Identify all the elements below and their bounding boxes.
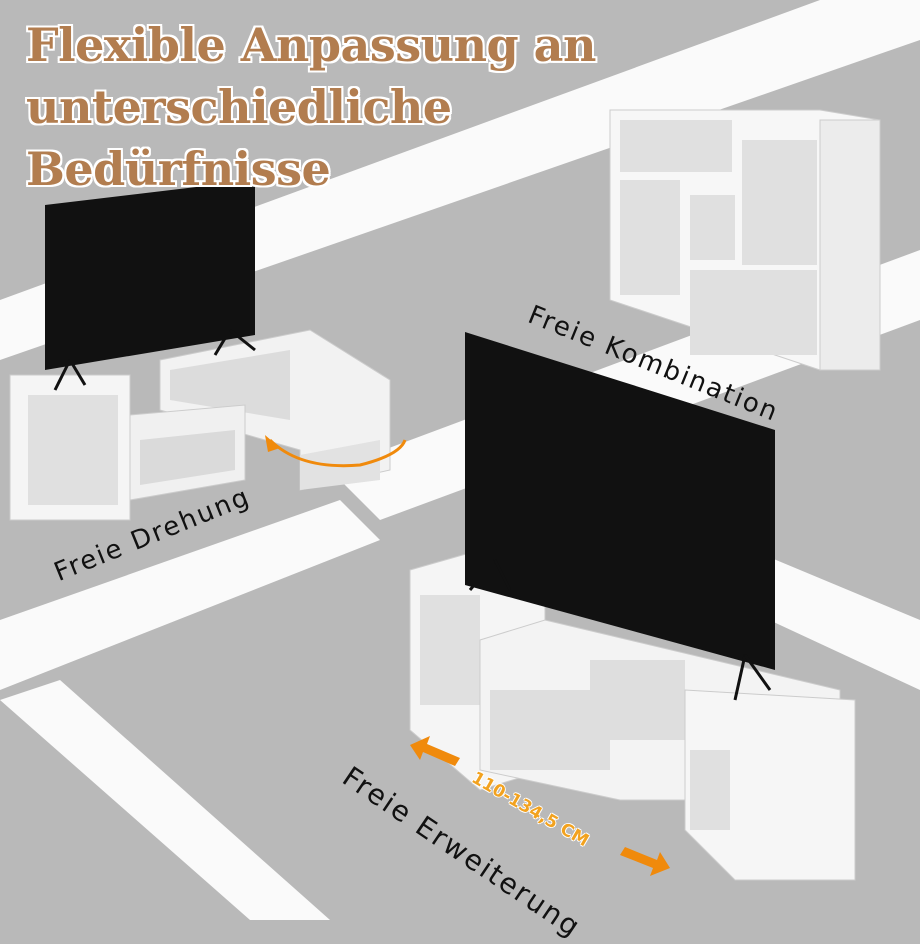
floor-stripe [0, 680, 330, 920]
rotating-tv-stand [9, 180, 407, 521]
tv-screen [45, 180, 255, 370]
combination-shelf [609, 109, 881, 371]
headline-line-1: Flexible Anpassung an [26, 18, 596, 72]
rotation-arrow-icon [265, 435, 407, 468]
product-scene [0, 0, 920, 920]
arrow-right-icon [620, 847, 670, 876]
floor-stripe [0, 500, 380, 690]
extendable-tv-stand [409, 332, 856, 881]
headline-line-2: unterschiedliche [26, 80, 452, 134]
tv-screen [465, 332, 775, 670]
arrow-left-icon [410, 736, 460, 766]
headline-line-3: Bedürfnisse [26, 142, 331, 196]
headline: Flexible Anpassung an unterschiedliche B… [26, 14, 596, 200]
